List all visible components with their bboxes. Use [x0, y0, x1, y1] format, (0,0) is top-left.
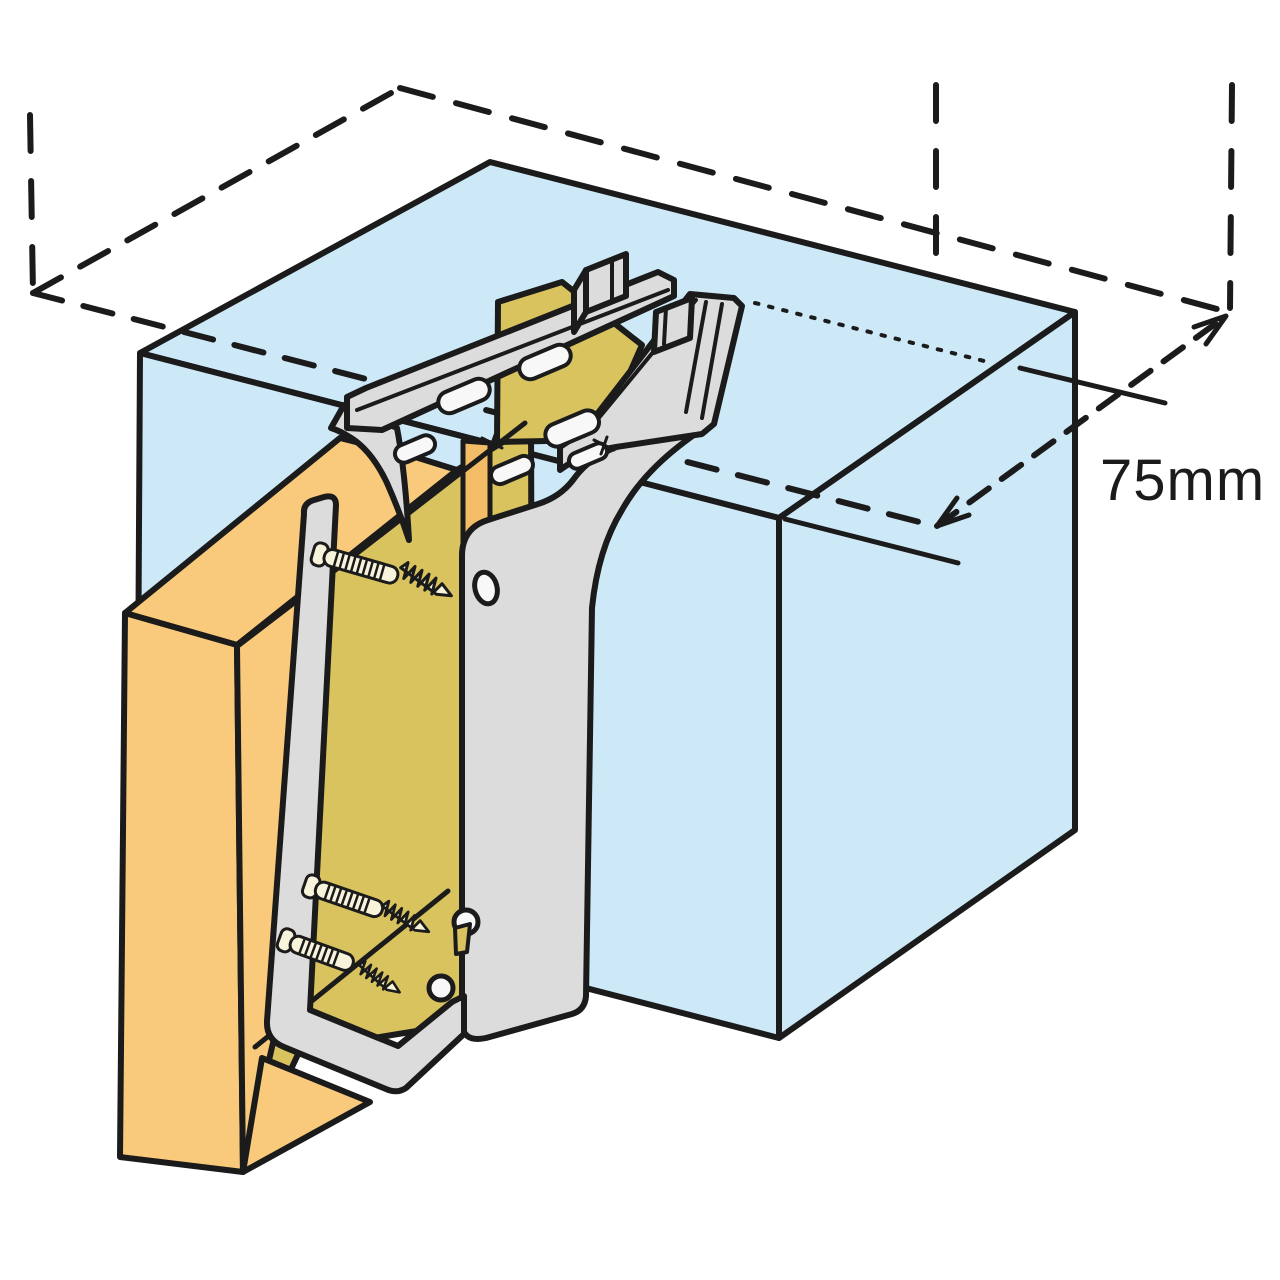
dimension-line-dashed — [934, 313, 1229, 529]
screw-driven — [399, 561, 453, 598]
screw-floating — [275, 927, 355, 972]
screws — [275, 541, 453, 994]
dimension-tick-upper — [1017, 365, 1168, 406]
nail-cross — [592, 435, 616, 456]
dimension-arrow-lower — [934, 495, 972, 529]
hanger-rail-left-ridge — [355, 288, 670, 412]
screw-driven — [357, 959, 401, 994]
dashed-wall-face-line — [30, 290, 938, 529]
dashed-edge-back-right — [397, 85, 1231, 315]
dashed-edge-left-vertical — [27, 112, 36, 296]
dashed-edge-right-vertical-2 — [1227, 82, 1235, 311]
plate-keyhole-slot — [453, 922, 472, 956]
screw-floating — [309, 541, 400, 585]
dimension-75mm — [782, 313, 1229, 566]
dimension-arrow-upper — [1191, 313, 1229, 347]
hanger-end-plate-line-2 — [700, 302, 724, 420]
flange-slot — [566, 441, 610, 471]
screw-floating — [300, 873, 385, 919]
nail-cross — [480, 433, 504, 454]
hanger-seat-strap — [263, 493, 467, 1095]
flange-slot — [436, 376, 492, 416]
flange-slot — [392, 433, 438, 465]
dashed-edge-back-left — [30, 85, 403, 296]
plate-hole-top — [472, 569, 500, 607]
dimension-label: 75mm — [1100, 448, 1265, 513]
joist-end-face — [117, 610, 246, 1175]
hanger-end-plate-line-1 — [684, 300, 708, 414]
hanger-tab-right-line — [662, 306, 668, 346]
hanger-plate-holes — [426, 569, 500, 1003]
dotted-flange-hidden-edge — [753, 301, 994, 365]
wall-right-face — [776, 309, 1078, 1041]
artwork: 75mm — [27, 82, 1265, 1175]
dimension-tick-lower — [782, 516, 961, 566]
screw-driven — [380, 899, 431, 934]
flange-slot — [517, 342, 573, 382]
hanger-nail-marks — [480, 433, 616, 456]
flange-slot — [543, 408, 602, 449]
joist-top-arris-line — [237, 420, 528, 647]
joist-below-seat — [240, 1055, 373, 1175]
hanger-flange-slots — [392, 342, 610, 487]
joist-hanger — [263, 251, 745, 1095]
plate-hole-bottom — [426, 973, 456, 1003]
hanger-side-plate — [459, 425, 707, 1042]
flange-slot — [489, 453, 535, 487]
